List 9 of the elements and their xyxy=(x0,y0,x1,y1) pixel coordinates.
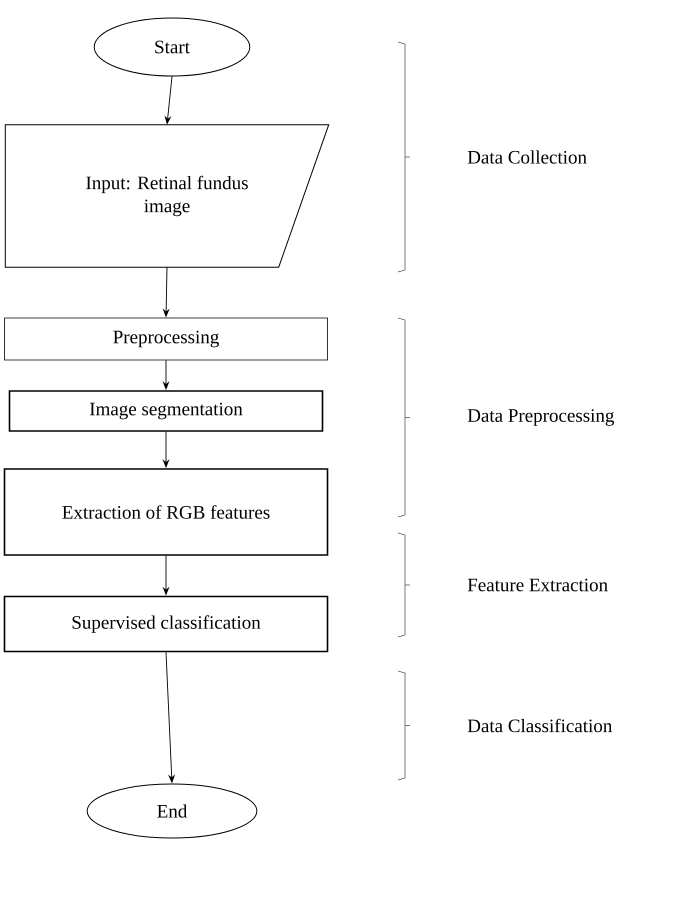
phase-label: Data Classification xyxy=(468,718,612,732)
process-box: Image segmentation xyxy=(8,390,324,432)
process-box: Extraction of RGB features xyxy=(4,468,328,556)
phase-label: Data Preprocessing xyxy=(468,409,614,426)
input-parallelogram: Input: Retinal fundus image xyxy=(4,124,330,268)
phase-label: Data Collection xyxy=(468,150,587,164)
phase-label: Feature Extraction xyxy=(468,578,608,592)
process-box: Supervised classification xyxy=(4,596,328,652)
process-box: Preprocessing xyxy=(4,318,328,360)
